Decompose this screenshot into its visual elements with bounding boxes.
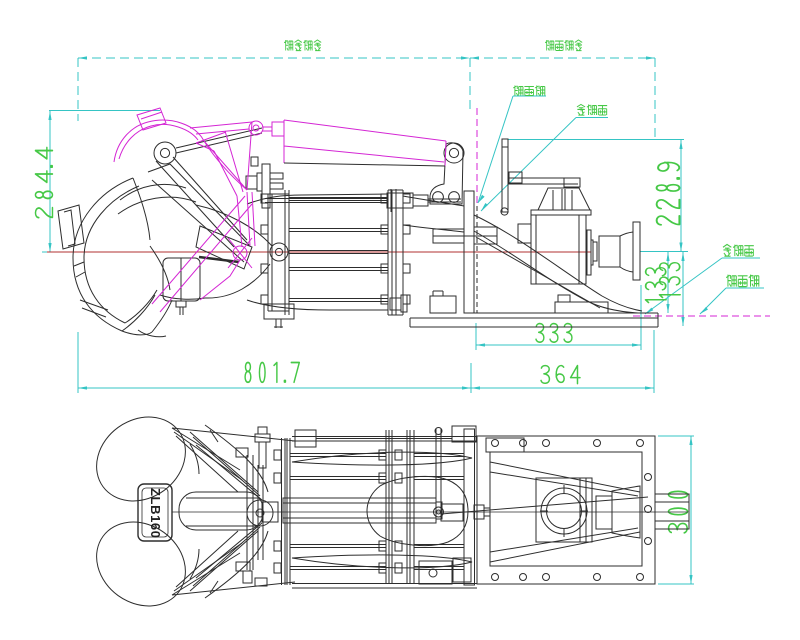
svg-text:ZLB160: ZLB160 xyxy=(148,488,163,539)
